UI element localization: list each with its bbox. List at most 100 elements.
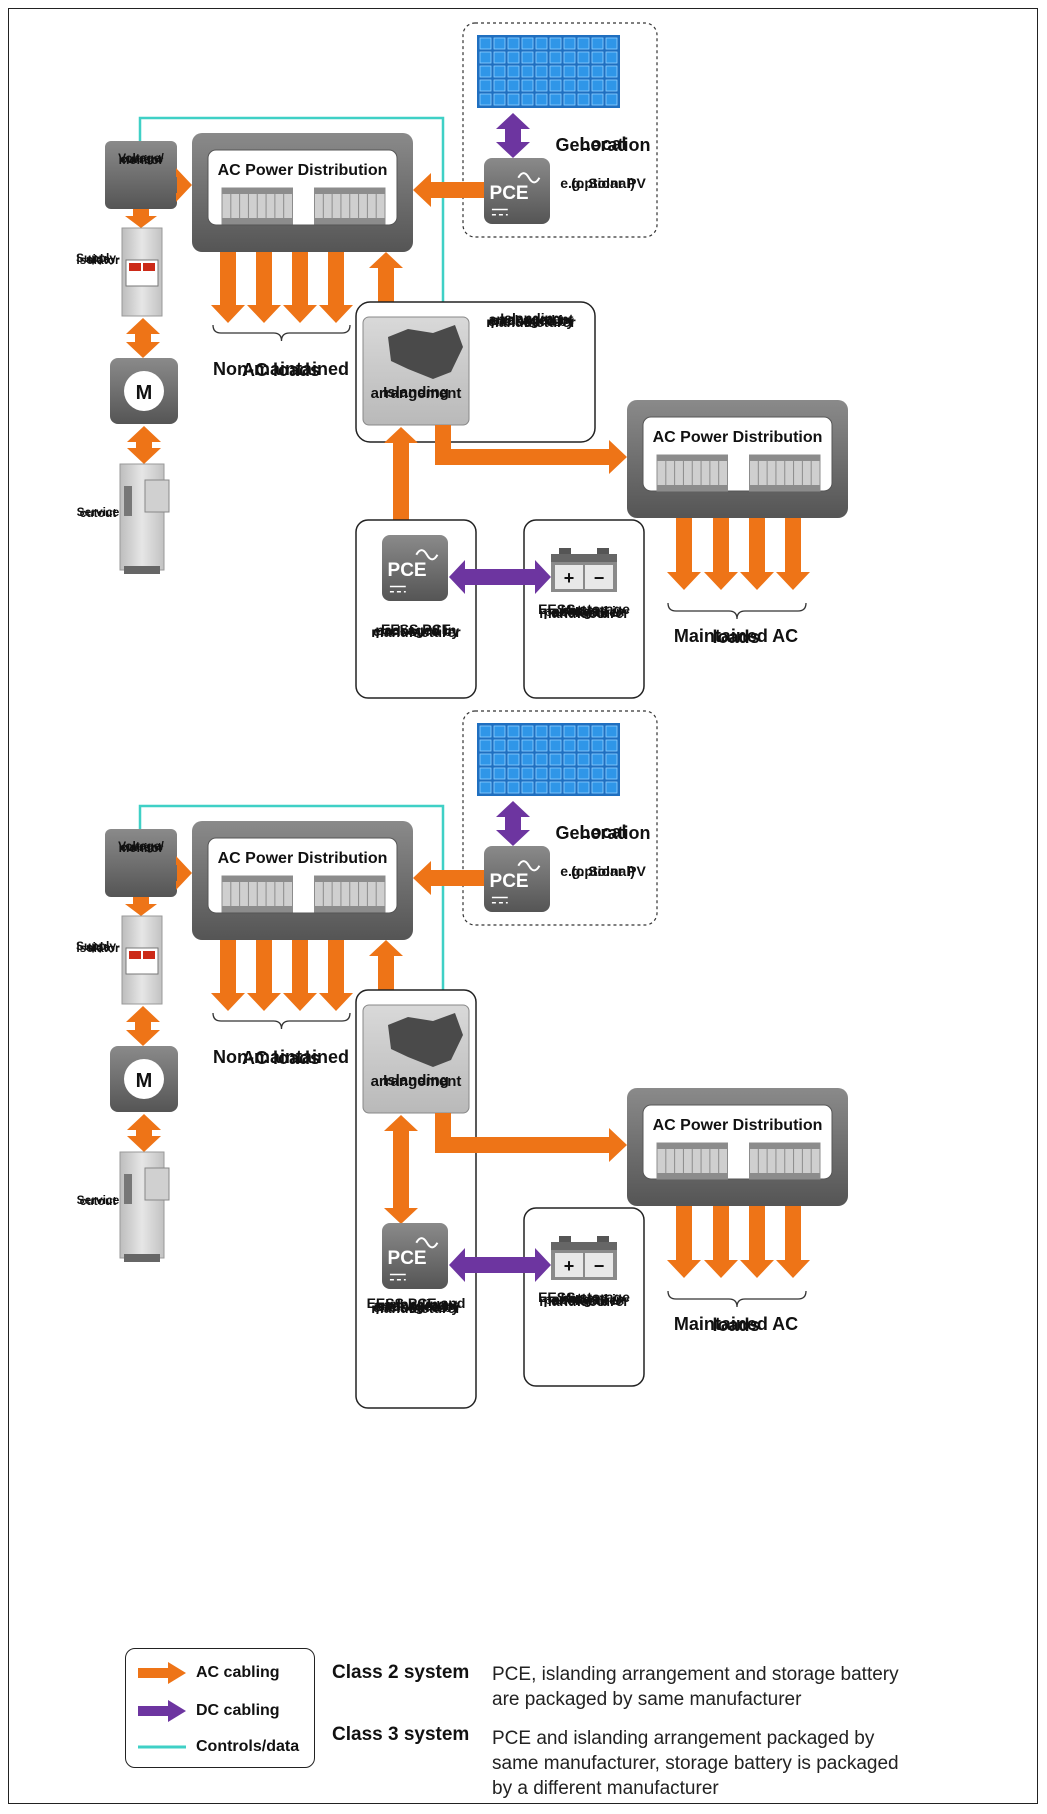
meter-dial xyxy=(124,1059,164,1099)
solar-cell xyxy=(493,37,506,50)
monitor-to-isolator-arrow xyxy=(125,209,157,228)
ac-distribution-label: AC Power Distribution xyxy=(653,429,823,446)
solar-cell xyxy=(591,767,604,780)
ac-wave-icon xyxy=(517,172,541,184)
solar-cell xyxy=(493,79,506,92)
svg-text:enclosure by: enclosure by xyxy=(373,1299,460,1315)
solar-cell xyxy=(605,37,618,50)
pce-label: PCE xyxy=(490,183,529,204)
solar-cell xyxy=(549,37,562,50)
svg-text:AC loads: AC loads xyxy=(242,360,320,380)
svg-text:Service: Service xyxy=(77,1193,120,1207)
svg-text:enclosure by: enclosure by xyxy=(373,623,460,639)
svg-text:cutout: cutout xyxy=(80,1194,117,1208)
isolator-switch xyxy=(129,951,141,959)
ac-power-distribution-main: AC Power Distribution xyxy=(192,821,413,940)
solar-cell xyxy=(605,781,618,794)
ac-distribution-label: AC Power Distribution xyxy=(218,162,388,179)
pce-box xyxy=(382,1223,448,1289)
svg-text:Islanding: Islanding xyxy=(383,1072,449,1089)
ac-power-distribution-main: AC Power Distribution xyxy=(192,133,413,252)
solar-cell xyxy=(605,739,618,752)
solar-panel xyxy=(477,723,620,796)
class-2-section: Voltage/currentmonitorSupply-sideisolato… xyxy=(76,22,848,699)
non-maintained-load-brace xyxy=(212,324,351,342)
distribution-islanding-arrow xyxy=(369,940,403,1006)
solar-cell xyxy=(563,767,576,780)
solar-cell xyxy=(535,725,548,738)
pce-box xyxy=(382,535,448,601)
non-maintained-load-brace xyxy=(212,1012,351,1030)
generation-to-distribution-arrow xyxy=(413,173,484,207)
battery-terminal xyxy=(597,548,609,554)
svg-text:packaged in: packaged in xyxy=(491,312,572,328)
monitor-to-isolator-arrow xyxy=(125,897,157,916)
battery-top xyxy=(551,554,617,562)
svg-text:loads: loads xyxy=(712,1315,759,1335)
solar-cell xyxy=(479,739,492,752)
ac-distribution-label: AC Power Distribution xyxy=(218,850,388,867)
svg-text:Islanding: Islanding xyxy=(500,310,561,326)
svg-text:side: side xyxy=(86,940,110,954)
solar-cell xyxy=(563,79,576,92)
solar-cell xyxy=(521,781,534,794)
solar-cell xyxy=(563,725,576,738)
solar-cell xyxy=(535,781,548,794)
svg-text:arrangement: arrangement xyxy=(374,1297,459,1313)
true: (optional) xyxy=(571,863,635,879)
solar-cell xyxy=(493,781,506,794)
svg-text:current: current xyxy=(120,840,161,854)
solar-cell xyxy=(493,739,506,752)
solar-cell xyxy=(493,767,506,780)
solar-cell xyxy=(479,93,492,106)
solar-cell xyxy=(507,781,520,794)
local-generation-enclosure xyxy=(462,22,658,238)
solar-cell xyxy=(577,725,590,738)
solar-cell xyxy=(591,65,604,78)
legend-ac-arrow xyxy=(138,1662,186,1684)
controls-data-line xyxy=(138,116,445,302)
svg-text:packaged in: packaged in xyxy=(376,1298,457,1314)
pce-battery-dc-arrow xyxy=(449,560,551,594)
legend-dc-label: DC cabling xyxy=(196,1702,280,1719)
voltage-current-monitor xyxy=(105,141,177,209)
solar-cell xyxy=(605,93,618,106)
legend-controls-row: Controls/data xyxy=(136,1735,299,1759)
battery-terminal xyxy=(559,548,571,554)
solar-cell xyxy=(479,79,492,92)
battery-plus-face xyxy=(555,1253,583,1277)
non-maintained-load-arrow xyxy=(319,940,353,1011)
solar-cell xyxy=(591,781,604,794)
true: Generation xyxy=(555,135,650,155)
solar-cell xyxy=(507,79,520,92)
solar-cell xyxy=(535,93,548,106)
cutout-fuse xyxy=(144,479,170,513)
cutout-base xyxy=(124,566,160,574)
maintained-load-arrow xyxy=(667,1206,701,1278)
solar-cell xyxy=(479,781,492,794)
local-generation-enclosure xyxy=(462,710,658,926)
isolator-switch xyxy=(129,263,141,271)
legend-dc-arrow xyxy=(138,1700,186,1722)
solar-cell xyxy=(563,781,576,794)
svg-text:side: side xyxy=(86,252,110,266)
svg-text:Maintained AC: Maintained AC xyxy=(674,626,798,646)
solar-cell xyxy=(479,753,492,766)
solar-cell xyxy=(577,37,590,50)
pce-label: PCE xyxy=(490,871,529,892)
solar-cell xyxy=(577,51,590,64)
pce-box xyxy=(484,846,550,912)
solar-cell xyxy=(493,51,506,64)
solar-cell xyxy=(563,65,576,78)
legend-controls-line xyxy=(138,1745,186,1749)
maintained-load-brace xyxy=(667,1290,807,1308)
svg-text:islanding: islanding xyxy=(385,1296,446,1312)
non-maintained-load-arrow xyxy=(247,940,281,1011)
solar-cell xyxy=(577,781,590,794)
solar-cell xyxy=(605,79,618,92)
solar-cell xyxy=(479,65,492,78)
pce-battery-dc-arrow xyxy=(449,1248,551,1282)
meter-label: M xyxy=(136,1070,153,1092)
storage-battery: +− xyxy=(551,548,617,592)
monitor-to-distribution-arrow xyxy=(176,856,192,890)
